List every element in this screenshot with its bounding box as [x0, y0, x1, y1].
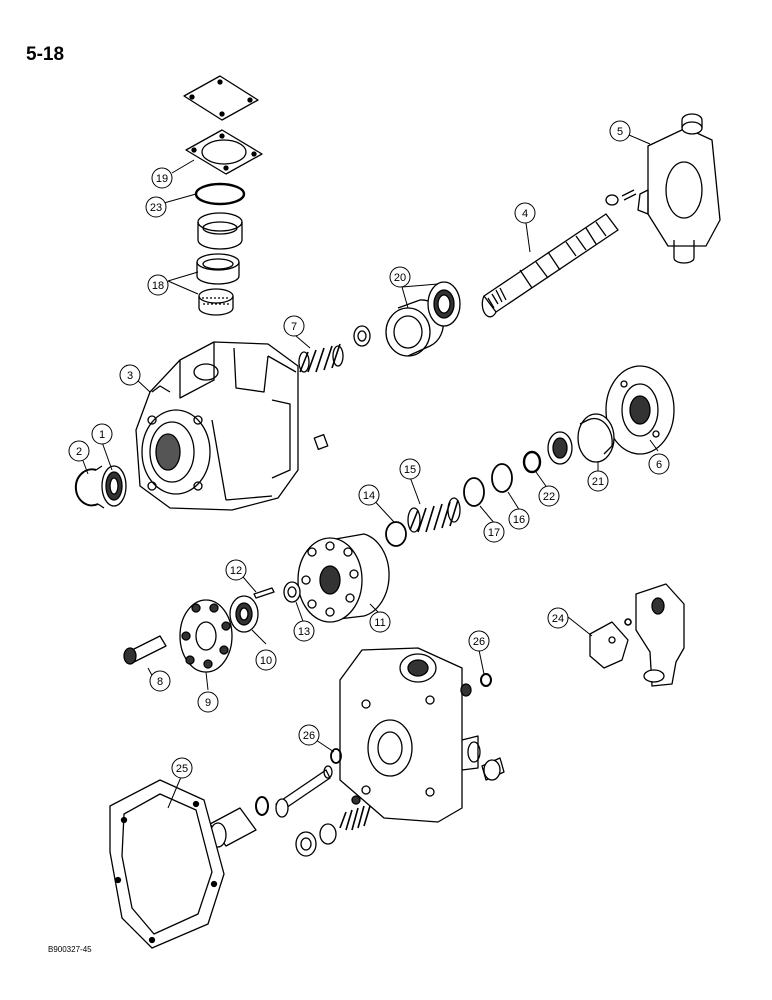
end-cap-gasket — [109, 779, 225, 949]
shaft-seal — [101, 465, 127, 507]
svg-text:15: 15 — [404, 464, 416, 476]
plug — [481, 757, 505, 781]
shaft-bearing — [385, 281, 461, 357]
document-code: B900327-45 — [48, 945, 92, 954]
svg-text:25: 25 — [176, 763, 188, 775]
shim — [385, 521, 407, 547]
svg-text:24: 24 — [552, 613, 564, 625]
callout-10: 10 — [255, 649, 277, 671]
end-cap-housing — [339, 647, 481, 823]
bearing-cone — [196, 253, 240, 316]
svg-text:13: 13 — [298, 626, 310, 638]
bearing-cup — [197, 212, 243, 250]
callout-21: 21 — [587, 470, 609, 492]
cylinder-block — [297, 533, 390, 623]
pump-housing — [135, 341, 329, 511]
yoke-pin — [605, 189, 637, 206]
valve-plate — [605, 365, 675, 455]
callout-3: 3 — [119, 364, 141, 386]
callout-8: 8 — [149, 670, 171, 692]
retainer-ball — [283, 581, 301, 603]
drive-shaft — [481, 213, 619, 318]
spherical-guide — [229, 595, 259, 633]
callout-13: 13 — [293, 620, 315, 642]
bearing-race — [547, 413, 615, 465]
cover-gasket — [185, 129, 263, 175]
callout-1: 1 — [91, 423, 113, 445]
spool-sleeve — [209, 807, 257, 848]
callout-6: 6 — [648, 453, 670, 475]
spring-seat — [353, 325, 371, 347]
svg-text:6: 6 — [656, 459, 662, 471]
compensator-spring — [339, 805, 371, 831]
callout-14: 14 — [358, 484, 380, 506]
svg-text:23: 23 — [150, 202, 162, 214]
compensator-spool — [275, 765, 333, 818]
spool-ring — [255, 796, 269, 816]
swashplate-yoke — [637, 113, 721, 264]
callout-9: 9 — [197, 691, 219, 713]
callout-22: 22 — [538, 485, 560, 507]
spring-cap — [295, 831, 317, 857]
callout-17: 17 — [483, 521, 505, 543]
svg-text:3: 3 — [127, 370, 133, 382]
svg-text:26: 26 — [303, 730, 315, 742]
callout-25: 25 — [171, 757, 193, 779]
svg-text:18: 18 — [152, 280, 164, 292]
svg-text:19: 19 — [156, 173, 168, 185]
svg-text:7: 7 — [291, 321, 297, 333]
svg-text:4: 4 — [522, 208, 528, 220]
piston-spring — [407, 497, 461, 533]
o-ring-small — [460, 673, 492, 697]
svg-text:22: 22 — [543, 491, 555, 503]
svg-text:5: 5 — [617, 126, 623, 138]
callout-26a: 26 — [468, 630, 490, 652]
ring-16 — [491, 463, 513, 493]
ring-17 — [463, 477, 485, 507]
svg-text:9: 9 — [205, 697, 211, 709]
callout-12: 12 — [225, 559, 247, 581]
spacer — [522, 450, 542, 474]
seal-ring-26b — [330, 748, 342, 764]
svg-text:12: 12 — [230, 565, 242, 577]
svg-text:10: 10 — [260, 655, 272, 667]
cover-plate — [183, 75, 259, 121]
o-ring — [194, 182, 246, 206]
pin — [253, 587, 275, 599]
callout-19: 19 — [151, 167, 173, 189]
callout-15: 15 — [399, 458, 421, 480]
svg-text:14: 14 — [363, 490, 375, 502]
callout-7: 7 — [283, 315, 305, 337]
callout-11: 11 — [369, 611, 391, 633]
svg-text:20: 20 — [394, 272, 406, 284]
piston — [123, 635, 167, 665]
svg-text:16: 16 — [513, 514, 525, 526]
spring-guide — [319, 795, 361, 845]
svg-text:21: 21 — [592, 476, 604, 488]
callout-4: 4 — [514, 202, 536, 224]
svg-text:26: 26 — [473, 636, 485, 648]
compensator-valve — [635, 583, 685, 687]
svg-text:1: 1 — [99, 429, 105, 441]
svg-text:8: 8 — [157, 676, 163, 688]
callout-23: 23 — [145, 196, 167, 218]
valve-gasket — [589, 618, 632, 669]
callout-16: 16 — [508, 508, 530, 530]
callout-5: 5 — [609, 120, 631, 142]
snap-ring — [74, 465, 105, 509]
callout-2: 2 — [68, 440, 90, 462]
callout-18: 18 — [147, 274, 169, 296]
svg-text:17: 17 — [488, 527, 500, 539]
spring — [298, 343, 344, 373]
callout-24: 24 — [547, 607, 569, 629]
callout-26b: 26 — [298, 724, 320, 746]
callout-20: 20 — [389, 266, 411, 288]
svg-text:11: 11 — [374, 617, 385, 629]
svg-text:2: 2 — [76, 446, 82, 458]
page-number: 5-18 — [26, 44, 65, 65]
callouts: 1 2 3 4 5 6 7 8 9 10 11 12 13 14 15 — [68, 120, 670, 779]
shoe-plate — [179, 599, 233, 673]
